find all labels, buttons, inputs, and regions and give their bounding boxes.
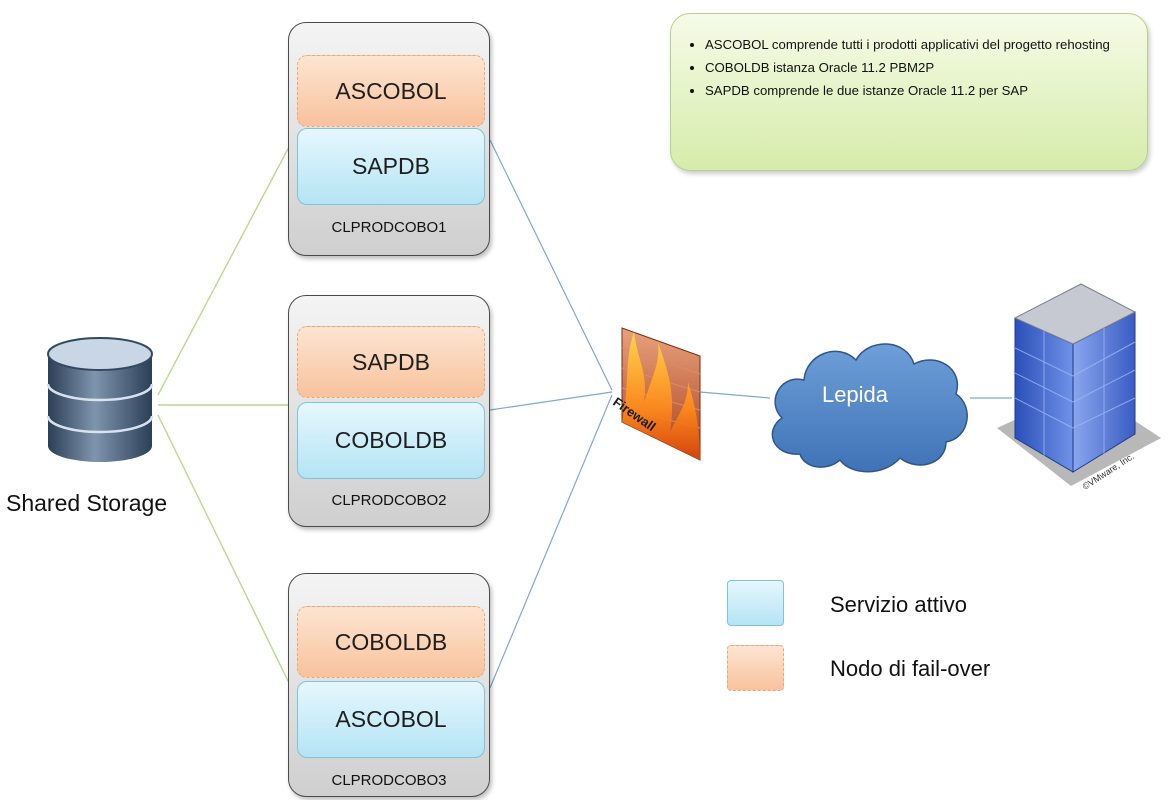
node1-failover-service: ASCOBOL — [297, 55, 485, 127]
storage-link-3 — [157, 414, 291, 686]
node1-active-service: SAPDB — [297, 128, 485, 205]
node1-label: CLPRODCOBO1 — [331, 219, 447, 236]
network-link-2 — [489, 391, 613, 411]
cluster-node-2: SAPDB COBOLDB CLPRODCOBO2 — [288, 295, 490, 527]
cloud-icon — [771, 343, 968, 473]
info-note-item: ASCOBOL comprende tutti i prodotti appli… — [705, 36, 1121, 54]
legend-active-label: Servizio attivo — [830, 592, 967, 617]
node3-active-service: ASCOBOL — [297, 681, 485, 758]
legend-failover-label: Nodo di fail-over — [830, 656, 991, 681]
info-note: ASCOBOL comprende tutti i prodotti appli… — [670, 13, 1148, 171]
firewall-icon: Firewall — [610, 327, 701, 461]
storage-link-1 — [157, 144, 291, 396]
info-note-item: SAPDB comprende le due istanze Oracle 11… — [705, 82, 1121, 100]
storage-label: Shared Storage — [6, 490, 168, 516]
node3-label: CLPRODCOBO3 — [331, 772, 447, 789]
cloud-label: Lepida — [821, 382, 889, 407]
cluster-node-3: COBOLDB ASCOBOL CLPRODCOBO3 — [288, 573, 490, 797]
network-link-3 — [489, 394, 613, 689]
info-note-list: ASCOBOL comprende tutti i prodotti appli… — [705, 36, 1121, 100]
cluster-node-1: ASCOBOL SAPDB CLPRODCOBO1 — [288, 22, 490, 256]
building-icon: ©VMware, Inc. — [997, 283, 1161, 492]
database-icon — [46, 337, 154, 462]
legend-failover-swatch — [727, 645, 784, 691]
network-link-1 — [489, 139, 613, 391]
node2-label: CLPRODCOBO2 — [331, 492, 447, 509]
legend-active-swatch — [727, 580, 784, 626]
node2-active-service: COBOLDB — [297, 402, 485, 479]
node2-failover-service: SAPDB — [297, 326, 485, 398]
network-link-firewall-cloud — [699, 391, 771, 399]
node3-failover-service: COBOLDB — [297, 606, 485, 678]
info-note-item: COBOLDB istanza Oracle 11.2 PBM2P — [705, 59, 1121, 77]
